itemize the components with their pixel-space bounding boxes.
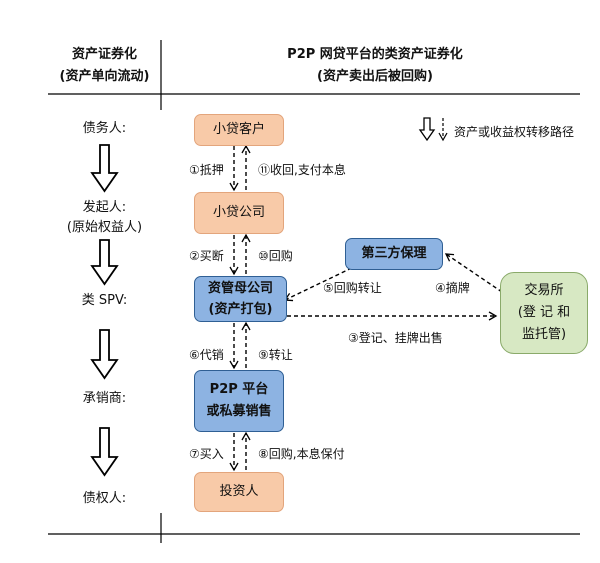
role-spv: 类 SPV:	[81, 293, 128, 308]
edge-label-4: ④摘牌	[435, 281, 470, 295]
edge-label-2: ②买断	[189, 249, 224, 263]
legend-label: 资产或收益权转移路径	[454, 125, 575, 139]
edge-label-5: ⑤回购转让	[323, 281, 382, 295]
node-asset-parent-line1: 资管母公司	[207, 281, 273, 296]
hollow-arrow-2	[90, 239, 119, 286]
edge-label-3: ③登记、挂牌出售	[348, 331, 443, 345]
node-p2p-line1: P2P 平台	[209, 382, 269, 397]
node-p2p-platform: P2P 平台 或私募销售	[194, 370, 284, 432]
node-investor: 投资人	[194, 472, 284, 512]
right-header-title: P2P 网贷平台的类资产证券化	[287, 47, 463, 62]
role-originator-line1: 发起人:	[82, 200, 127, 215]
edge-label-11: ⑪收回,支付本息	[258, 163, 346, 177]
hollow-arrow-4	[90, 427, 119, 477]
edge-label-6: ⑥代销	[189, 348, 224, 362]
role-debtor: 债务人:	[82, 121, 127, 136]
node-third-party-factoring: 第三方保理	[345, 238, 443, 270]
node-asset-parent-line2: (资产打包)	[208, 302, 273, 317]
right-header: P2P 网贷平台的类资产证券化 (资产卖出后被回购)	[250, 44, 500, 88]
node-exchange-line1: 交易所	[524, 283, 564, 298]
node-exchange-line3: 监托管)	[521, 327, 567, 342]
edge-label-8: ⑧回购,本息保付	[258, 447, 345, 461]
node-third-party-label: 第三方保理	[361, 246, 427, 261]
left-header-subtitle: (资产单向流动)	[59, 69, 150, 84]
hollow-arrow-1	[90, 144, 119, 193]
left-header: 资产证券化 (资产单向流动)	[48, 44, 161, 88]
edge-label-9: ⑨转让	[258, 348, 293, 362]
hollow-arrow-3	[90, 329, 119, 380]
right-header-subtitle: (资产卖出后被回购)	[317, 69, 433, 84]
node-exchange: 交易所 (登 记 和 监托管)	[500, 272, 588, 354]
role-creditor: 债权人:	[82, 491, 127, 506]
node-small-loan-client: 小贷客户	[194, 114, 284, 146]
node-investor-label: 投资人	[219, 484, 259, 499]
role-originator: 发起人: (原始权益人)	[48, 198, 161, 238]
edge-label-7: ⑦买入	[189, 447, 224, 461]
node-small-loan-client-label: 小贷客户	[212, 122, 265, 137]
edge-label-10: ⑩回购	[258, 249, 293, 263]
left-header-title: 资产证券化	[71, 47, 137, 62]
node-exchange-line2: (登 记 和	[517, 305, 571, 320]
node-small-loan-company-label: 小贷公司	[212, 205, 265, 220]
role-originator-line2: (原始权益人)	[66, 220, 143, 235]
edge-label-1: ①抵押	[189, 163, 224, 177]
node-p2p-line2: 或私募销售	[206, 404, 272, 419]
node-small-loan-company: 小贷公司	[194, 192, 284, 234]
node-asset-parent: 资管母公司 (资产打包)	[194, 276, 287, 322]
role-underwriter: 承销商:	[82, 391, 127, 406]
